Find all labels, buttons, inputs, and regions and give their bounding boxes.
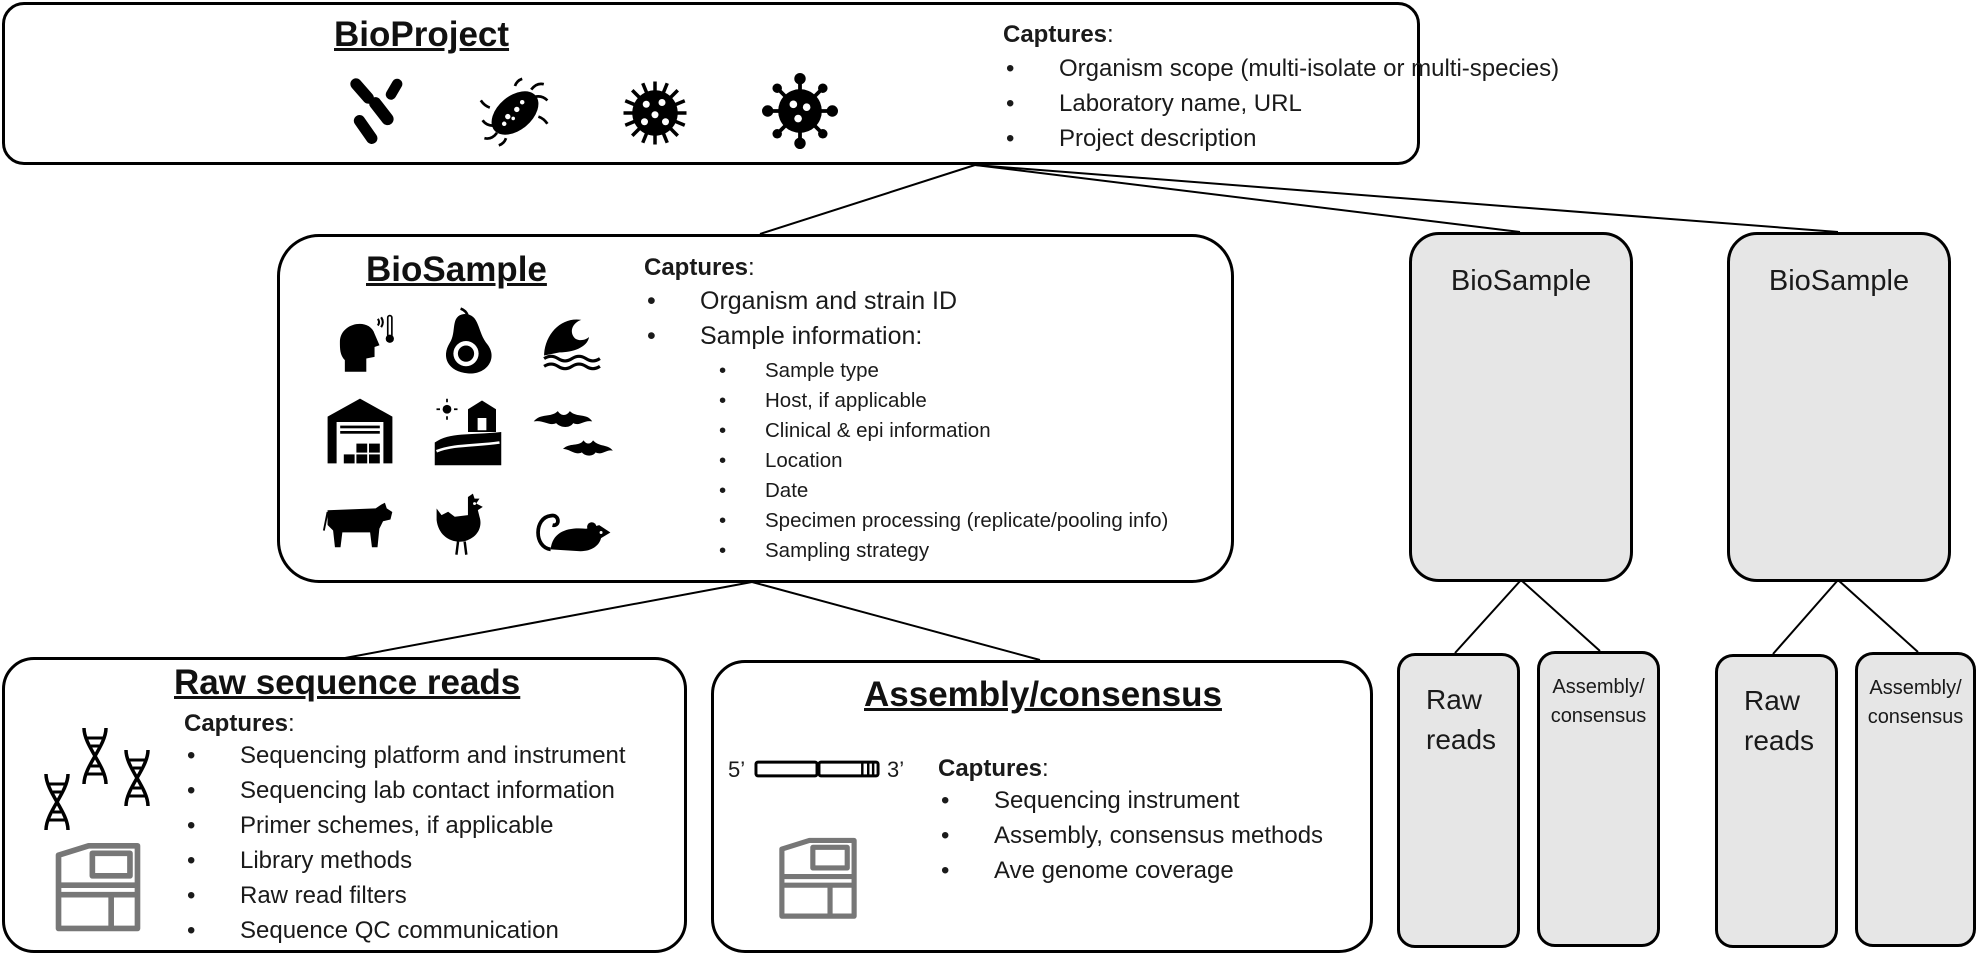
assembly-line-1: Assembly/ — [1869, 677, 1962, 699]
assembly-capture-item: Assembly, consensus methods — [938, 818, 1323, 853]
connector-biosample-assembly — [751, 581, 1041, 661]
side-biosample-title: BioSample — [1768, 265, 1910, 297]
connector-bioproject-side-biosample-2 — [974, 164, 1839, 233]
rat-icon — [536, 513, 611, 552]
bacterium-flagella-icon — [479, 77, 549, 147]
raw-reads-capture-item: Sequencing platform and instrument — [184, 738, 626, 773]
connector-bioproject-side-biosample-1 — [974, 164, 1521, 233]
bioproject-captures: Captures: Organism scope (multi-isolate … — [1003, 21, 1559, 156]
assembly-line-2: consensus — [1867, 706, 1964, 728]
raw-reads-line-1: Raw — [1744, 685, 1801, 716]
biosample-capture-item: Sample information: — [644, 319, 1168, 354]
biosample-capture-item: Organism and strain ID — [644, 284, 1168, 319]
dna-helix-icon — [124, 749, 150, 807]
virus-spiked-icon — [762, 73, 838, 149]
connector-biosample-raw-reads — [344, 581, 753, 659]
raw-reads-line-1: Raw — [1426, 684, 1483, 715]
sequencer-instrument-icon — [779, 837, 857, 919]
connector-side2-raw — [1772, 579, 1839, 655]
raw-reads-box: Raw sequence reads Captures: Sequencing … — [2, 657, 687, 953]
assembly-line-1: Assembly/ — [1552, 676, 1645, 698]
bacteria-rods-icon — [350, 78, 403, 144]
bioproject-captures-label: Captures — [1003, 21, 1108, 48]
biosample-main-box: BioSample — [277, 234, 1234, 583]
biosample-sub-item: Location — [644, 446, 1168, 476]
biosample-sub-item: Sample type — [644, 356, 1168, 386]
side-raw-reads-box-1: Raw reads — [1397, 653, 1520, 948]
side-raw-reads-label: Raw reads — [1744, 681, 1814, 761]
raw-reads-capture-item: Raw read filters — [184, 878, 626, 913]
virus-icon — [623, 81, 687, 145]
cow-icon — [322, 502, 393, 548]
connector-side1-assembly — [1520, 579, 1601, 652]
bioproject-capture-item: Project description — [1003, 121, 1559, 156]
biosample-main-title: BioSample — [366, 250, 547, 289]
assembly-captures: Captures: Sequencing instrument Assembly… — [938, 755, 1323, 888]
biosample-captures-label: Captures — [644, 254, 749, 281]
assembly-line-2: consensus — [1550, 705, 1647, 727]
five-prime-label: 5’ — [728, 757, 746, 782]
bats-icon — [533, 411, 613, 456]
side-biosample-title: BioSample — [1450, 265, 1592, 297]
assembly-capture-item: Ave genome coverage — [938, 853, 1323, 888]
assembly-title: Assembly/consensus — [864, 675, 1222, 714]
side-biosample-box-2: BioSample — [1727, 232, 1951, 582]
side-assembly-label: Assembly/ consensus — [1858, 674, 1973, 732]
dna-helix-icon — [44, 773, 70, 831]
raw-reads-capture-item: Sequence QC communication — [184, 913, 626, 948]
sick-person-thermometer-icon — [339, 314, 394, 372]
side-assembly-box-2: Assembly/ consensus — [1855, 652, 1976, 947]
raw-reads-captures-label: Captures — [184, 710, 289, 737]
side-raw-reads-label: Raw reads — [1426, 680, 1496, 760]
bioproject-title: BioProject — [334, 15, 510, 54]
chicken-icon — [436, 493, 483, 555]
raw-reads-captures: Captures: Sequencing platform and instru… — [184, 710, 626, 948]
raw-reads-capture-item: Sequencing lab contact information — [184, 773, 626, 808]
raw-reads-line-2: reads — [1426, 724, 1497, 755]
biosample-sub-item: Clinical & epi information — [644, 416, 1168, 446]
raw-reads-line-2: reads — [1744, 725, 1815, 756]
biosample-sub-item: Sampling strategy — [644, 536, 1168, 566]
water-wave-icon — [543, 319, 601, 371]
dna-helix-icon — [82, 727, 108, 785]
farm-barn-icon — [434, 398, 502, 466]
bioproject-box: BioProject — [2, 2, 1559, 165]
raw-reads-capture-item: Primer schemes, if applicable — [184, 808, 626, 843]
genome-bar-icon — [754, 760, 880, 778]
raw-reads-capture-item: Library methods — [184, 843, 626, 878]
side-assembly-box-1: Assembly/ consensus — [1537, 651, 1660, 947]
biosample-sub-item: Host, if applicable — [644, 386, 1168, 416]
assembly-captures-label: Captures — [938, 755, 1043, 782]
bioproject-capture-item: Laboratory name, URL — [1003, 86, 1559, 121]
three-prime-label: 3’ — [887, 757, 905, 782]
biosample-sub-item: Specimen processing (replicate/pooling i… — [644, 506, 1168, 536]
side-biosample-box-1: BioSample — [1409, 232, 1633, 582]
connector-side2-assembly — [1837, 579, 1919, 653]
side-assembly-label: Assembly/ consensus — [1540, 673, 1657, 731]
biosample-sub-item: Date — [644, 476, 1168, 506]
warehouse-icon — [327, 398, 393, 464]
connector-bioproject-biosample — [759, 164, 976, 235]
bioproject-capture-item: Organism scope (multi-isolate or multi-s… — [1003, 51, 1559, 86]
biosample-main-captures: Captures: Organism and strain ID Sample … — [644, 254, 1168, 566]
connector-side1-raw — [1454, 579, 1522, 654]
side-raw-reads-box-2: Raw reads — [1715, 654, 1838, 948]
assembly-box: Assembly/consensus 5’ 3’ Captures: Seque… — [711, 660, 1373, 953]
assembly-capture-item: Sequencing instrument — [938, 783, 1323, 818]
avocado-icon — [445, 307, 492, 374]
raw-reads-title: Raw sequence reads — [174, 663, 521, 702]
sequencer-instrument-icon — [55, 842, 141, 932]
